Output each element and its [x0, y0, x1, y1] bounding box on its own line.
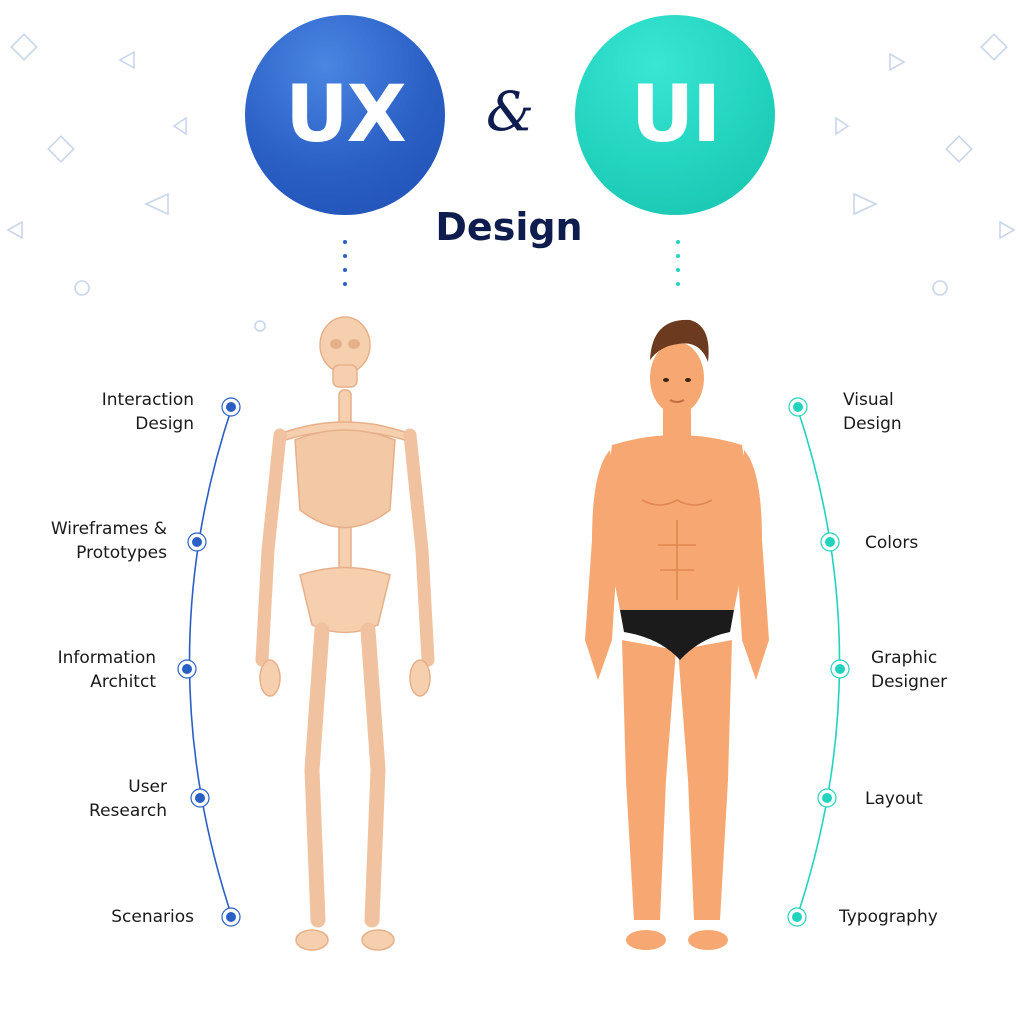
- chest-contour: [641, 499, 713, 506]
- left-leg: [622, 640, 676, 920]
- connector-dot: [676, 240, 680, 244]
- connector-dot: [343, 268, 347, 272]
- ui-item-typography: Typography: [839, 907, 938, 927]
- ui-item-visual-design: Visual Design: [843, 390, 902, 434]
- briefs: [620, 610, 734, 660]
- ux-marker-dot: [195, 793, 205, 803]
- left-foot: [626, 930, 666, 950]
- ux-circle: UX: [245, 15, 445, 215]
- eye: [685, 378, 691, 382]
- diamond-outline: [47, 135, 75, 163]
- left-hand-bones: [259, 659, 281, 697]
- head: [650, 342, 704, 414]
- connector-dot: [676, 268, 680, 272]
- circle-outline: [74, 280, 90, 296]
- right-foot: [688, 930, 728, 950]
- diamond-outline: [945, 135, 973, 163]
- triangle-outline: [853, 192, 878, 216]
- rib-cage: [294, 429, 396, 529]
- right-foot-bones: [361, 929, 395, 951]
- connector-dot: [676, 254, 680, 258]
- triangle-outline: [835, 116, 850, 136]
- ux-marker-dot: [226, 402, 236, 412]
- ux-item-wireframes-prototypes: Wireframes & Prototypes: [50, 519, 167, 563]
- hair: [650, 319, 709, 362]
- connector-dot: [343, 282, 347, 286]
- ui-item-graphic-designer: Graphic Designer: [871, 648, 948, 692]
- ux-item-scenarios: Scenarios: [111, 907, 194, 927]
- ux-arc: [188, 406, 233, 918]
- left-arm: [585, 450, 618, 680]
- left-leg-bone: [304, 622, 330, 928]
- triangle-outline: [889, 52, 906, 72]
- circle-outline: [254, 320, 266, 332]
- circle-outline: [932, 280, 948, 296]
- ui-arc: [796, 406, 841, 918]
- ui-label: UI: [630, 70, 721, 160]
- skull-eye-socket: [330, 339, 342, 349]
- diamond-outline: [980, 33, 1008, 61]
- ui-marker-dot: [792, 912, 802, 922]
- diamond-outline: [10, 33, 38, 61]
- ui-marker-dot: [793, 402, 803, 412]
- ui-item-layout: Layout: [865, 789, 923, 809]
- ampersand: &: [485, 80, 535, 143]
- right-leg: [678, 640, 732, 920]
- ux-marker-dot: [182, 664, 192, 674]
- left-foot-bones: [295, 929, 329, 951]
- ab-contour: [658, 544, 696, 571]
- mouth: [669, 399, 685, 403]
- neck: [663, 405, 691, 440]
- triangle-outline: [172, 116, 187, 136]
- ux-label: UX: [285, 70, 406, 160]
- jaw: [332, 364, 358, 388]
- triangle-outline: [118, 50, 135, 70]
- ux-marker-dot: [226, 912, 236, 922]
- right-arm-bone: [403, 428, 435, 667]
- right-arm: [736, 450, 769, 680]
- ux-item-information-architect: Information Architct: [57, 648, 156, 692]
- ui-circle: UI: [575, 15, 775, 215]
- ui-marker-dot: [825, 537, 835, 547]
- left-arm-bone: [255, 428, 287, 667]
- skull-eye-socket: [348, 339, 360, 349]
- connector-dot: [676, 282, 680, 286]
- connector-dot: [343, 254, 347, 258]
- triangle-outline: [144, 192, 169, 216]
- triangle-outline: [6, 220, 23, 240]
- right-leg-bone: [360, 622, 386, 928]
- design-subtitle: Design: [435, 205, 583, 249]
- ux-item-interaction-design: Interaction Design: [101, 390, 194, 434]
- ui-markers: [787, 397, 850, 927]
- connector-dot: [343, 240, 347, 244]
- eye: [663, 378, 669, 382]
- ui-marker-dot: [822, 793, 832, 803]
- ui-marker-dot: [835, 664, 845, 674]
- ux-item-user-research: User Research: [89, 777, 167, 821]
- ux-marker-dot: [192, 537, 202, 547]
- ui-item-colors: Colors: [865, 533, 919, 553]
- ux-markers: [177, 397, 241, 927]
- right-hand-bones: [409, 659, 431, 697]
- triangle-outline: [999, 220, 1016, 240]
